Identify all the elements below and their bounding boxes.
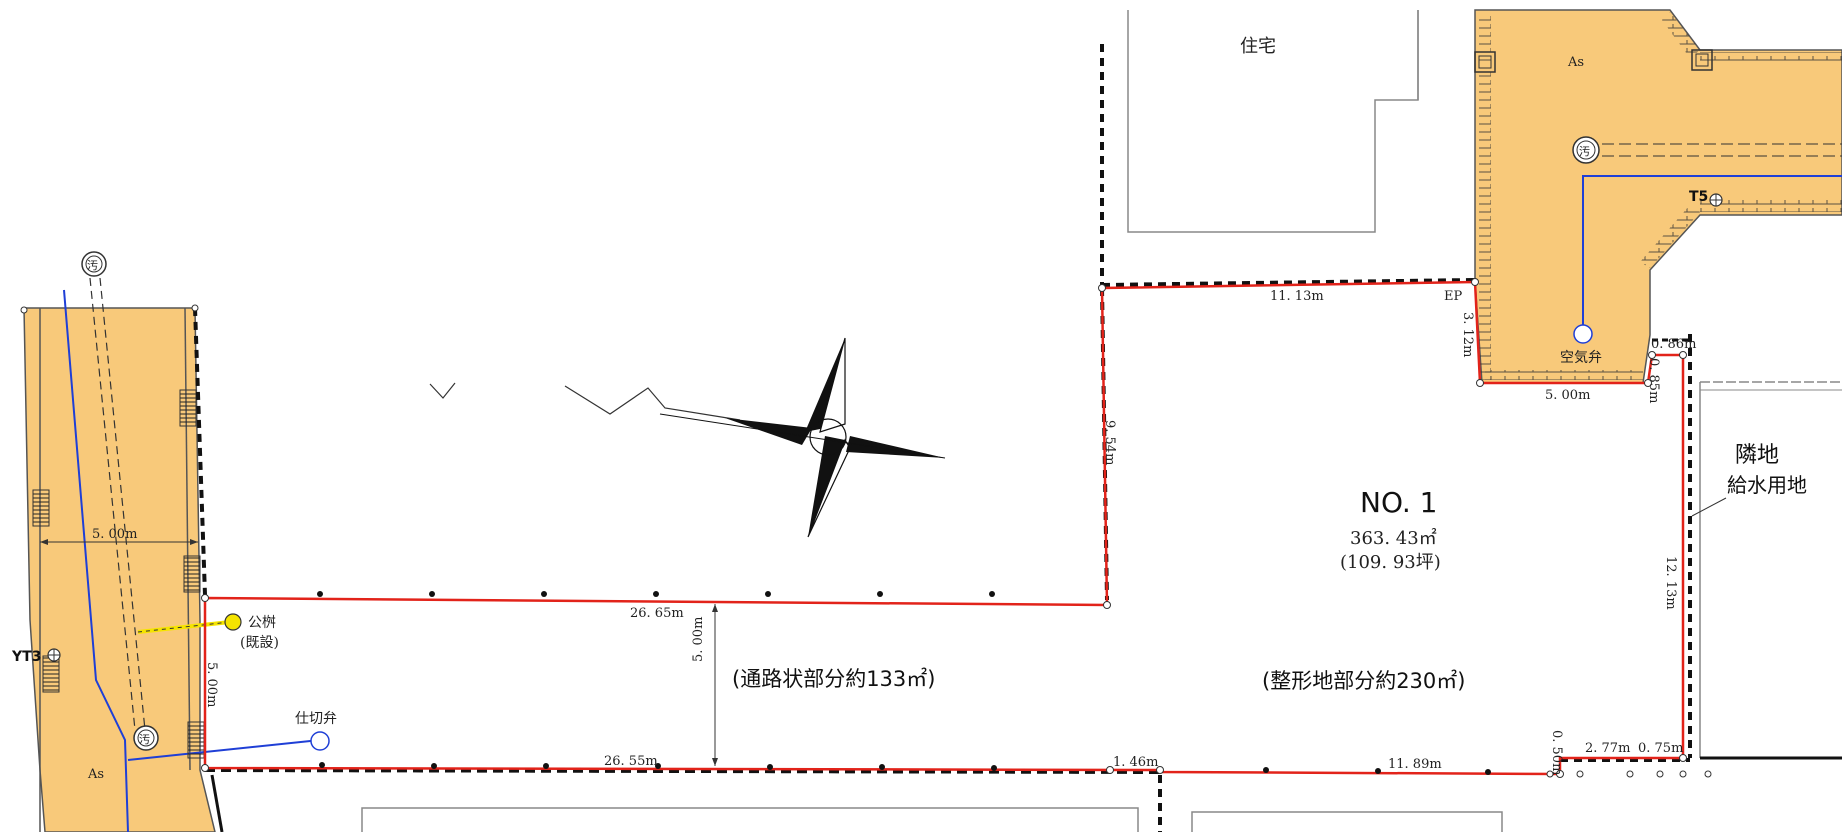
catch-basin-icon [1691,49,1713,71]
svg-text:汚: 汚 [1579,145,1590,158]
corner-side-dim: 0. 85m [1646,358,1661,403]
bottom-r2-dim: 0. 75m [1638,741,1683,756]
ep-drop-dim: 3. 12m [1460,312,1475,357]
catch-basin-icon [1474,51,1496,73]
inner-bottom-dim: 5. 00m [1545,388,1590,403]
top-right-road: 空気弁 汚 As T5 [1474,9,1842,384]
svg-text:汚: 汚 [87,259,98,272]
drain-grate-icon [42,655,60,693]
left-road: 5. 00m 汚 汚 YT3 As 公桝 (既設) 仕切弁 [11,251,337,832]
house-label: 住宅 [1240,36,1276,57]
bottom-buildings [210,774,1503,832]
passage-width-dim: 5. 00m [691,617,706,662]
left-water-pipe [63,289,129,832]
road-width-dim: 5. 00m [92,527,137,542]
survey-point-t5-icon [1709,193,1723,207]
gate-valve-icon [310,731,330,751]
air-valve-label: 空気弁 [1560,350,1602,366]
existing-label: (既設) [240,635,279,651]
as-label-left: As [87,767,104,782]
left-step-dim: 9. 54m [1102,420,1117,465]
top-water-pipe [1582,175,1842,325]
bottom-r1-dim: 2. 77m [1585,741,1630,756]
lot-tsubo: (109. 93坪) [1340,552,1441,573]
survey-point-yt3-icon [47,648,61,662]
bottom-right-dim: 11. 89m [1388,757,1442,772]
house: 住宅 [1127,10,1419,233]
lot-info: NO. 1 363. 43㎡ (109. 93坪) (通路状部分約133㎡) (… [732,486,1465,693]
passage-left-dim: 5. 00m [204,662,219,707]
as-label-top: As [1567,55,1584,70]
sewer-manhole-icon: 汚 [1572,136,1600,164]
neighbor-label: 隣地 [1735,443,1779,468]
public-basin-icon [224,613,242,631]
drain-grate-icon [183,555,201,593]
dimension-labels: 11. 13m EP 3. 12m 5. 00m 0. 86m 0. 85m 9… [204,289,1696,775]
passage-part-label: (通路状部分約133㎡) [732,667,935,691]
drain-grate-icon [179,389,197,427]
public-basin-label: 公桝 [248,615,276,631]
water-land-label: 給水用地 [1727,473,1807,497]
drain-grate-icon [187,721,205,759]
step-b-dim: 0. 50m [1549,730,1564,775]
north-arrow-icon [429,337,946,538]
top-edge-dim: 11. 13m [1270,289,1324,304]
air-valve-icon [1573,324,1593,344]
sewer-manhole-icon: 汚 [133,725,159,751]
t5-label: T5 [1689,189,1708,205]
regular-part-label: (整形地部分約230㎡) [1262,669,1465,693]
lot-name: NO. 1 [1360,486,1437,519]
drain-grate-icon [32,489,50,527]
sewer-manhole-icon: 汚 [81,251,107,277]
top-right-road-surface [1474,9,1842,384]
ep-label: EP [1444,289,1462,304]
step-a-dim: 1. 46m [1113,755,1158,770]
gate-valve-label: 仕切弁 [295,711,337,727]
passage-top-dim: 26. 65m [630,606,684,621]
neighbor-land: 隣地 給水用地 [1688,334,1842,760]
corner-top-dim: 0. 86m [1651,337,1696,352]
yt3-label: YT3 [11,649,41,665]
boundary-markers [201,278,1712,778]
svg-text:汚: 汚 [139,733,150,746]
lot-area: 363. 43㎡ [1350,527,1437,549]
passage-bottom-dim: 26. 55m [604,754,658,769]
right-edge-dim: 12. 13m [1663,556,1678,610]
